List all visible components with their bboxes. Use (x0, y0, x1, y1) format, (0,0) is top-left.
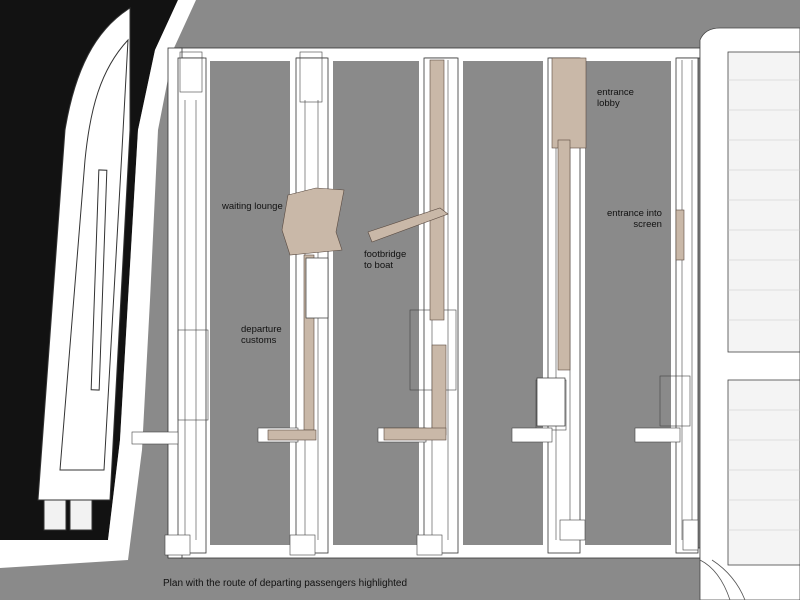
road-curve-2 (711, 559, 746, 600)
label-entrance-screen-line1: entrance into (607, 208, 662, 219)
hall-3 (457, 55, 549, 551)
room-customs (305, 257, 329, 319)
ship (37, 7, 131, 531)
right-building (699, 27, 800, 600)
label-entrance-screen-line2: screen (633, 219, 662, 230)
label-entrance-lobby: entrance lobby (597, 87, 634, 109)
room-lobby-base (536, 377, 566, 427)
route-right-entry (675, 209, 685, 261)
route-lower-corridor (431, 344, 447, 436)
halls (204, 55, 677, 551)
route-footbridge (367, 207, 449, 243)
hall-4 (579, 55, 677, 551)
road-curve (699, 559, 731, 600)
label-waiting-lounge: waiting lounge (222, 201, 283, 212)
label-footbridge: footbridge to boat (364, 249, 406, 271)
rooms (305, 257, 566, 427)
right-building-roof-1 (727, 51, 800, 353)
ship-hull (37, 7, 131, 501)
quay-edge (0, 0, 196, 568)
ship-deck (59, 38, 129, 471)
corridor-5 (675, 57, 699, 554)
roof-lines (728, 79, 800, 531)
route-lobby-link (429, 59, 445, 321)
route-lobby-corridor (557, 139, 571, 371)
label-entrance-screen: entrance into screen (607, 208, 662, 230)
label-entrance-lobby-line2: lobby (597, 98, 620, 109)
route-entrance-lobby (551, 57, 587, 149)
label-departure-customs-line2: customs (241, 335, 277, 346)
route-highlight (267, 57, 685, 441)
hall-2 (327, 55, 425, 551)
ship-stern-1 (43, 499, 67, 531)
label-footbridge-line1: footbridge (364, 249, 407, 260)
label-footbridge-line2: to boat (364, 260, 394, 271)
label-departure-customs: departure customs (241, 324, 282, 346)
hall-1 (204, 55, 296, 551)
route-waiting-lounge (281, 187, 345, 256)
ship-funnel (90, 169, 108, 391)
label-entrance-lobby-line1: entrance (597, 87, 634, 98)
figure-caption: Plan with the route of departing passeng… (163, 578, 408, 589)
ship-stern-2 (69, 499, 93, 531)
label-departure-customs-line1: departure (241, 324, 282, 335)
route-lower-exit (383, 427, 447, 441)
corridor-1 (177, 57, 207, 554)
right-building-roof-2 (727, 379, 800, 566)
route-customs-exit (267, 429, 317, 441)
